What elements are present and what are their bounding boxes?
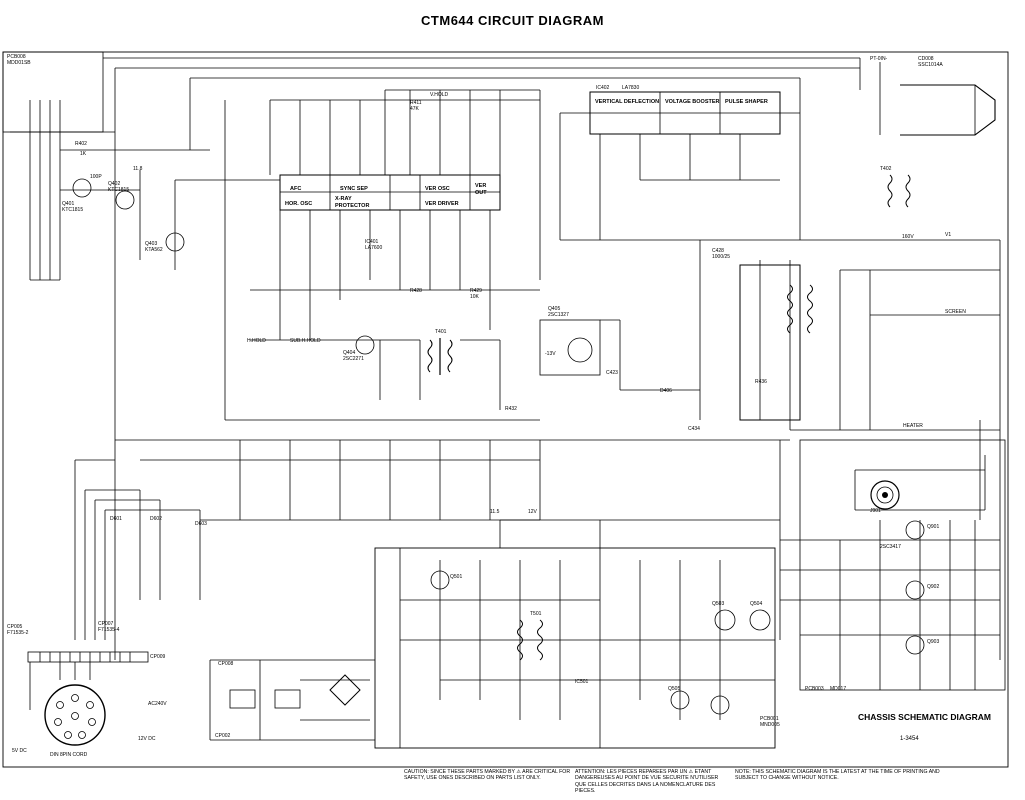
sync-sep-label: SYNC SEP bbox=[340, 186, 368, 192]
v-hold-label: V.HOLD bbox=[430, 92, 449, 98]
d602-label: D602 bbox=[150, 516, 162, 522]
minus13v-label: -13V bbox=[545, 351, 556, 357]
cp007-label: CP007 bbox=[98, 621, 114, 627]
c402-value: 100P bbox=[90, 174, 102, 180]
screen-label: SCREEN bbox=[945, 309, 966, 315]
q403-label: Q403 bbox=[145, 241, 157, 247]
r436-label: R436 bbox=[755, 379, 767, 385]
notice-note: NOTE: THIS SCHEMATIC DIAGRAM IS THE LATE… bbox=[735, 769, 940, 782]
q901-label: Q901 bbox=[927, 524, 939, 530]
d406-label: D406 bbox=[660, 388, 672, 394]
pcb008-part-label: MDD01SB bbox=[7, 60, 31, 66]
din-cord-label: DIN 8PIN CORD bbox=[50, 752, 88, 758]
r411-label: R411 bbox=[410, 100, 422, 106]
diagram-subtitle: CHASSIS SCHEMATIC DIAGRAM bbox=[858, 712, 992, 722]
hor-osc-label: HOR. OSC bbox=[285, 201, 312, 207]
voltage-booster-label: VOLTAGE BOOSTER bbox=[665, 99, 720, 105]
q505-label: Q505 bbox=[668, 686, 680, 692]
ic402-label: IC402 bbox=[596, 85, 610, 91]
attention-note: ATTENTION: LES PIECES REPAREES PAR UN ⚠ … bbox=[575, 769, 719, 795]
q404-label: Q404 bbox=[343, 350, 355, 356]
r429-label: R429 bbox=[470, 288, 482, 294]
t402-label: T402 bbox=[880, 166, 892, 172]
q501-label: Q501 bbox=[450, 574, 462, 580]
pcb001-label: PCB001 bbox=[760, 716, 779, 722]
12vdc-label: 12V DC bbox=[138, 736, 156, 742]
q901-part-label: 2SC3417 bbox=[880, 544, 901, 550]
v1-label: V1 bbox=[945, 232, 951, 238]
cp005-part-label: F71535-2 bbox=[7, 630, 29, 636]
pcb003-part-label: MD017 bbox=[830, 686, 846, 692]
pcb008-label: PCB008 bbox=[7, 54, 26, 60]
q401-part-label: KTC1815 bbox=[62, 207, 83, 213]
cp009-label: CP009 bbox=[150, 654, 166, 660]
q401-label: Q401 bbox=[62, 201, 74, 207]
ver-label: VER bbox=[475, 183, 486, 189]
sub-h-hold-label: SUB.H.HOLD bbox=[290, 338, 321, 344]
q402-part-label: KTC1815 bbox=[108, 187, 129, 193]
vertical-deflection-label: VERTICAL DEFLECTION bbox=[595, 99, 659, 105]
afc-label: AFC bbox=[290, 186, 301, 192]
q402-voltage: 11.8 bbox=[133, 166, 143, 172]
caution-note: CAUTION: SINCE THESE PARTS MARKED BY ⚠ A… bbox=[404, 769, 571, 782]
ic401-part-label: LA7600 bbox=[365, 245, 382, 251]
r411-value: 47K bbox=[410, 106, 420, 112]
page-title: CTM644 CIRCUIT DIAGRAM bbox=[421, 13, 604, 28]
ver-osc-label: VER OSC bbox=[425, 186, 450, 192]
val-12v-label: 12V bbox=[528, 509, 538, 515]
val-115-label: 11.5 bbox=[490, 509, 500, 515]
cp008-label: CP008 bbox=[218, 661, 234, 667]
q405-label: Q405 bbox=[548, 306, 560, 312]
t501-label: T501 bbox=[530, 611, 542, 617]
q504-label: Q504 bbox=[750, 601, 762, 607]
ac240-label: AC240V bbox=[148, 701, 167, 707]
xray-label: X-RAY bbox=[335, 196, 352, 202]
c434-label: C434 bbox=[688, 426, 700, 432]
pcb001-part-label: MND005 bbox=[760, 722, 780, 728]
q903-label: Q903 bbox=[927, 639, 939, 645]
c428-value: 1000/25 bbox=[712, 254, 730, 260]
r428-label: R428 bbox=[410, 288, 422, 294]
160v-label: 160V bbox=[902, 234, 914, 240]
drawing-number: 1-3454 bbox=[900, 736, 919, 742]
q402-label: Q402 bbox=[108, 181, 120, 187]
cp005-label: CP005 bbox=[7, 624, 23, 630]
t401-label: T401 bbox=[435, 329, 447, 335]
pt-label: PT-0IN- bbox=[870, 56, 888, 62]
components bbox=[44, 84, 996, 746]
q405-part-label: 2SC1327 bbox=[548, 312, 569, 318]
c423-label: C423 bbox=[606, 370, 618, 376]
h-hold-label: H.HOLD bbox=[247, 338, 266, 344]
r429-value: 10K bbox=[470, 294, 480, 300]
d603-label: D603 bbox=[195, 521, 207, 527]
wiring bbox=[2, 51, 1009, 768]
r402-value: 1K bbox=[80, 151, 87, 157]
out-label: OUT bbox=[475, 190, 487, 196]
ssc-label: SSC1014A bbox=[918, 62, 943, 68]
ic402-part-label: LA7830 bbox=[622, 85, 639, 91]
j901-label: J901 bbox=[870, 508, 881, 514]
r402-label: R402 bbox=[75, 141, 87, 147]
cp007-part-label: F71535-4 bbox=[98, 627, 120, 633]
q403-part-label: KTA562 bbox=[145, 247, 163, 253]
q503-label: Q503 bbox=[712, 601, 724, 607]
d601-label: D601 bbox=[110, 516, 122, 522]
pcb003-label: PCB003 bbox=[805, 686, 824, 692]
r432-label: R432 bbox=[505, 406, 517, 412]
cp002-label: CP002 bbox=[215, 733, 231, 739]
5vdc-label: 5V DC bbox=[12, 748, 27, 754]
ver-driver-label: VER DRIVER bbox=[425, 201, 459, 207]
c428-label: C428 bbox=[712, 248, 724, 254]
protector-label: PROTECTOR bbox=[335, 203, 369, 209]
heater-label: HEATER bbox=[903, 423, 923, 429]
component-labels: PCB008 MDD01SB PT-0IN- CD008 SSC1014A V1… bbox=[7, 54, 966, 758]
cd008-label: CD008 bbox=[918, 56, 934, 62]
ic501-label: IC501 bbox=[575, 679, 589, 685]
q404-part-label: 2SC2271 bbox=[343, 356, 364, 362]
ic401-label: IC401 bbox=[365, 239, 379, 245]
q902-label: Q902 bbox=[927, 584, 939, 590]
pulse-shaper-label: PULSE SHAPER bbox=[725, 99, 768, 105]
